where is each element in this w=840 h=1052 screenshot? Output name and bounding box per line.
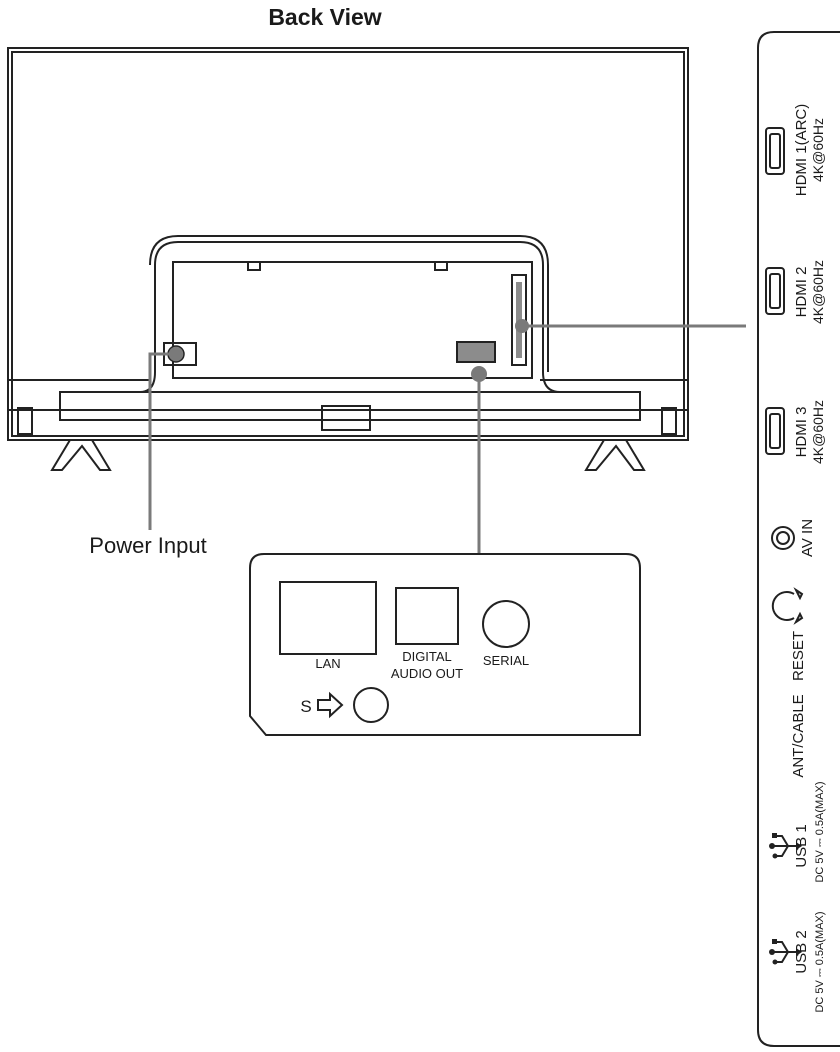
usb-icon bbox=[769, 833, 802, 859]
hdmi2-label: HDMI 2 bbox=[793, 267, 810, 318]
hdmi-port-icon bbox=[765, 267, 785, 315]
hdmi3-label: HDMI 3 bbox=[793, 407, 810, 458]
serial-port bbox=[482, 600, 530, 648]
stand-feet bbox=[50, 439, 646, 471]
hdmi1-spec: 4K@60Hz bbox=[810, 118, 826, 182]
tv-body bbox=[7, 47, 689, 441]
coax-port-icon bbox=[771, 526, 795, 550]
hdmi2-spec: 4K@60Hz bbox=[810, 260, 826, 324]
side-connector-panel: HDMI 1(ARC) 4K@60Hz HDMI 2 4K@60Hz HDMI … bbox=[757, 31, 840, 1047]
hdmi-port-icon bbox=[765, 407, 785, 455]
side-panel-callout bbox=[515, 319, 746, 333]
usb2-spec: DC 5V ⎓ 0.5A(MAX) bbox=[814, 911, 826, 1012]
reset-label: RESET bbox=[790, 631, 807, 681]
diagram-title: Back View bbox=[268, 4, 381, 30]
power-input-label: Power Input bbox=[89, 533, 206, 558]
rear-cover bbox=[60, 235, 640, 393]
hdmi3-spec: 4K@60Hz bbox=[810, 400, 826, 464]
av-in-label: AV IN bbox=[799, 519, 816, 557]
hdmi1-label: HDMI 1(ARC) bbox=[793, 104, 810, 197]
digital-label-2: AUDIO OUT bbox=[391, 666, 463, 681]
s-button bbox=[353, 687, 389, 723]
headphone-icon bbox=[771, 587, 804, 625]
hdmi-port-icon bbox=[765, 127, 785, 175]
usb1-label: USB 1 bbox=[793, 824, 810, 867]
lan-port bbox=[279, 581, 377, 655]
back-ports-callout bbox=[471, 366, 487, 555]
digital-audio-port bbox=[395, 587, 459, 645]
ant-cable-label: ANT/CABLE bbox=[790, 694, 807, 777]
power-input-callout bbox=[148, 347, 183, 530]
digital-label-1: DIGITAL bbox=[402, 649, 452, 664]
usb-icon bbox=[769, 939, 802, 965]
lan-label: LAN bbox=[315, 656, 340, 671]
back-connector-panel: LAN DIGITAL AUDIO OUT SERIAL S bbox=[249, 553, 641, 736]
arrow-right-icon bbox=[317, 691, 344, 719]
usb2-label: USB 2 bbox=[793, 930, 810, 973]
usb1-spec: DC 5V ⎓ 0.5A(MAX) bbox=[814, 781, 826, 882]
s-label: S bbox=[300, 697, 311, 716]
serial-label: SERIAL bbox=[483, 653, 529, 668]
